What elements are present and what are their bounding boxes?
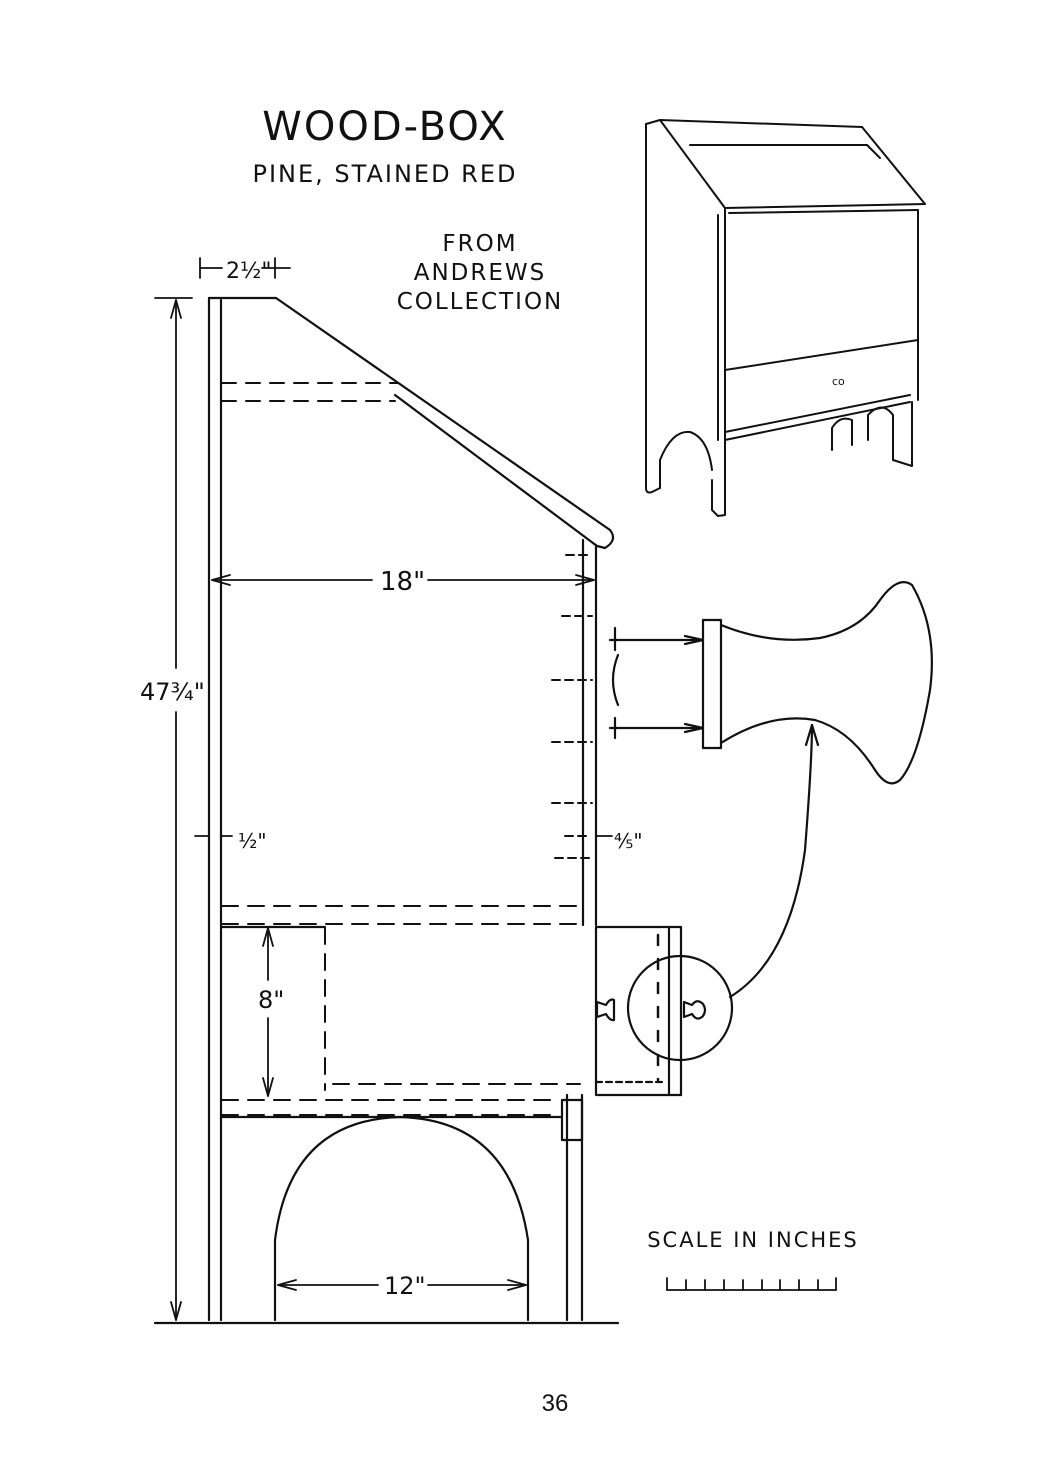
perspective-view: co — [646, 120, 925, 516]
drawer-height-label: 8" — [258, 986, 284, 1014]
scale-bar — [667, 1278, 836, 1290]
drawer-knob — [597, 956, 732, 1060]
upper-shelf-hidden — [222, 383, 398, 401]
foot-block — [562, 1100, 582, 1140]
front-nail-marks — [552, 555, 592, 858]
overhang-label: 2½" — [226, 259, 271, 284]
front-thickness-label: ⅘" — [614, 829, 643, 853]
svg-text:co: co — [832, 375, 845, 388]
page-number: 36 — [500, 1390, 610, 1418]
arch-width-label: 12" — [384, 1272, 426, 1300]
dimension-lines — [155, 258, 612, 1320]
width-label: 18" — [380, 567, 425, 597]
height-label: 47¾" — [140, 678, 205, 706]
drawer-front — [596, 927, 681, 1095]
slanted-lid — [276, 298, 613, 548]
scale-label: SCALE IN INCHES — [638, 1228, 868, 1252]
side-thickness-label: ½" — [238, 829, 267, 853]
